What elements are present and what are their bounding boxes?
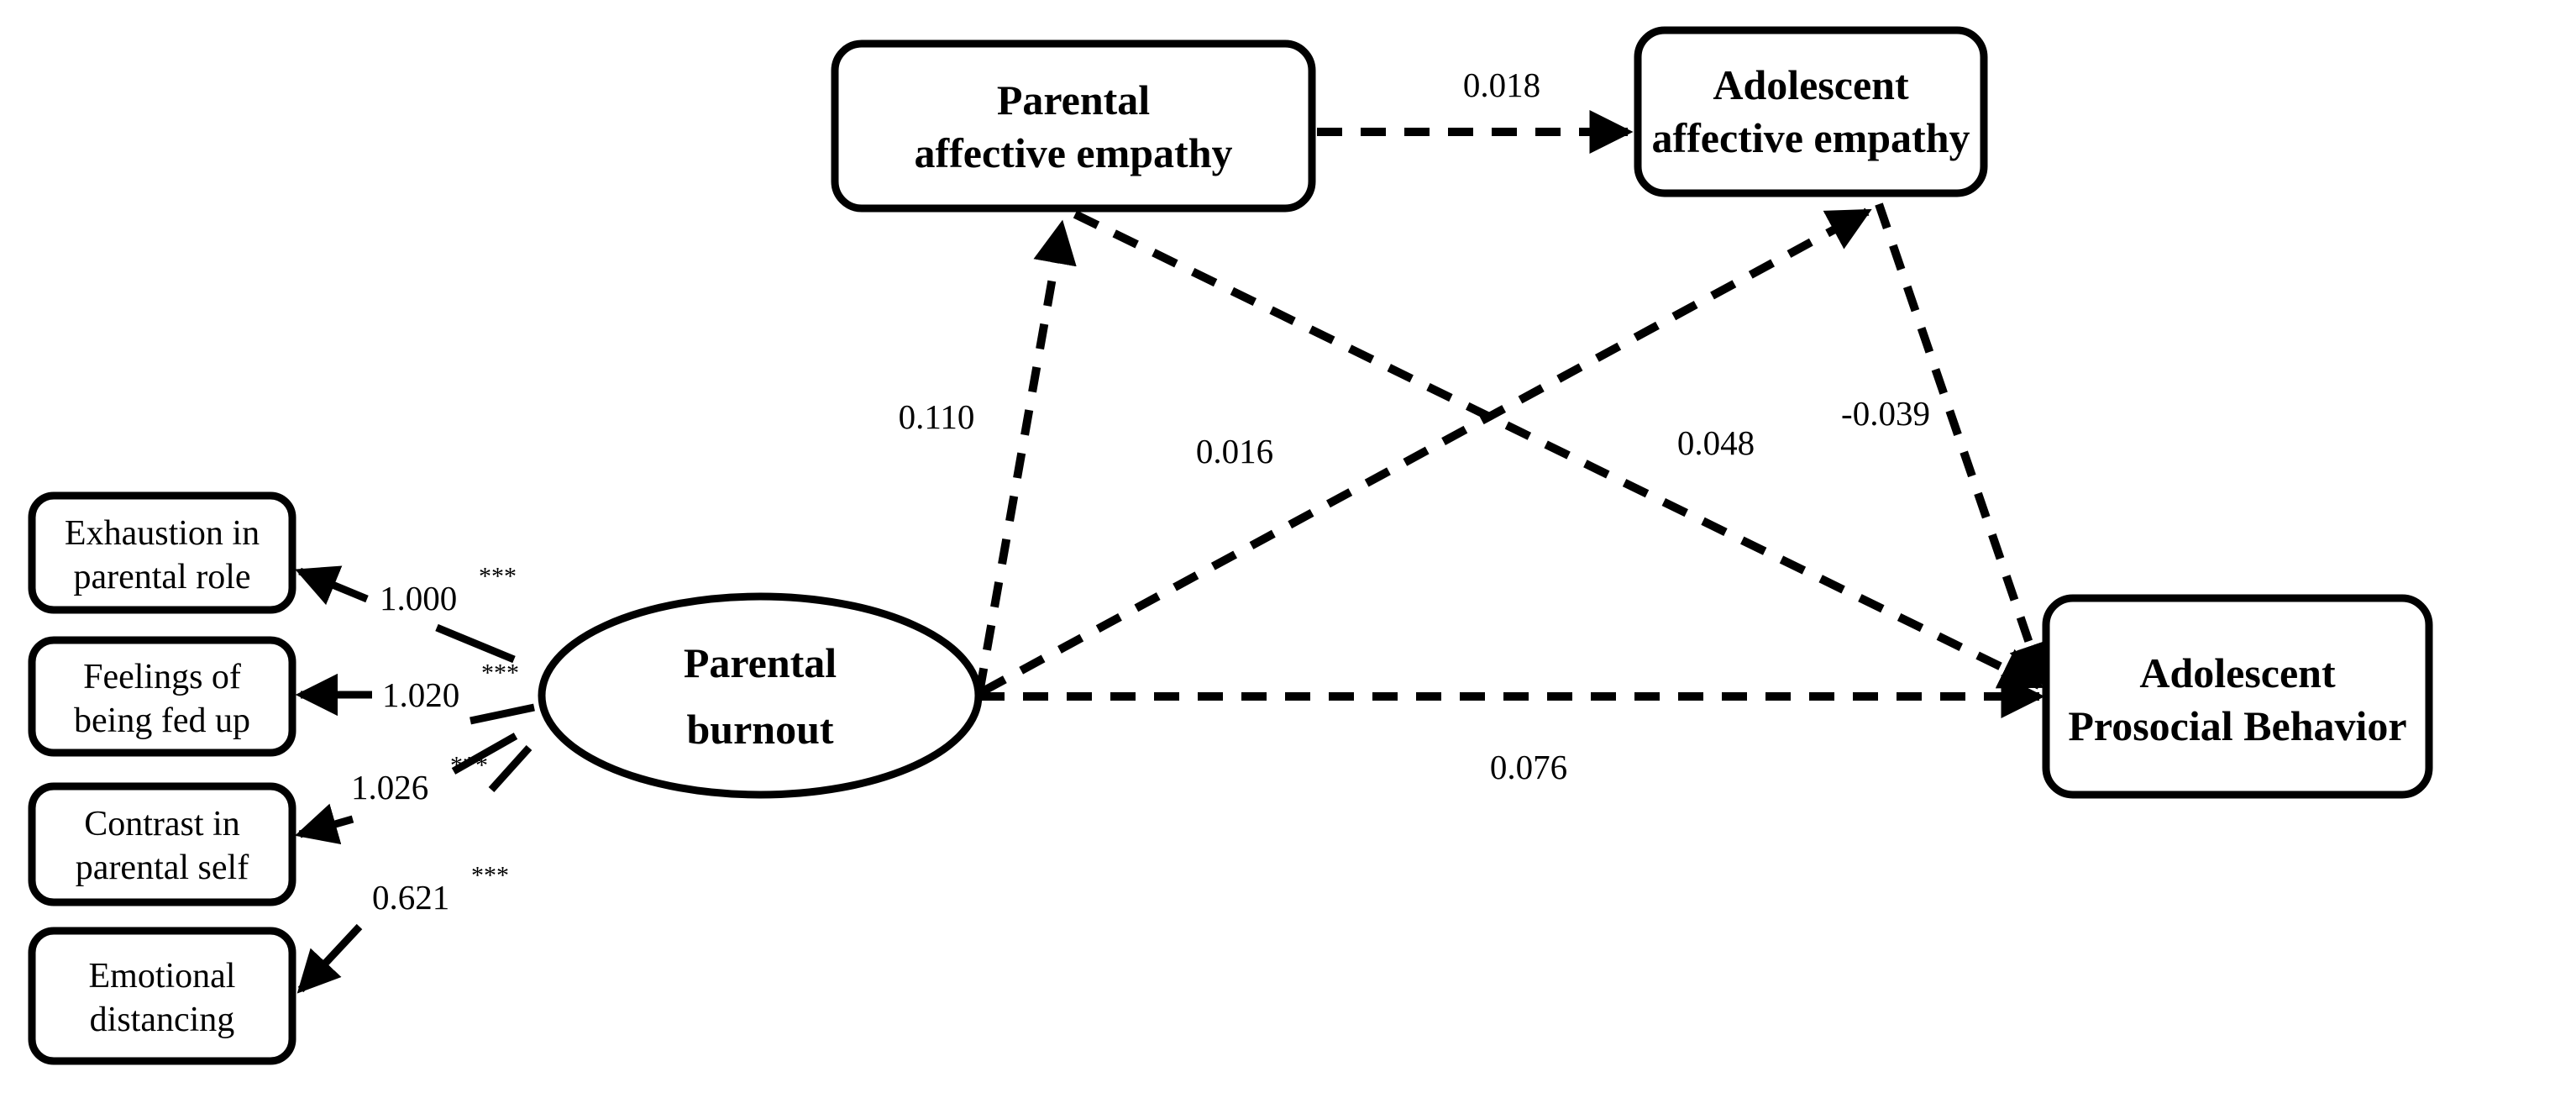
loading-arrow-fed-up xyxy=(295,673,535,725)
coef-label-burnout-to-prosocial: 0.076 xyxy=(1490,748,1567,786)
loading-arrow-exhaustion xyxy=(295,565,516,664)
coef-label-pae-to-prosocial: 0.048 xyxy=(1677,423,1755,462)
path-line-pae-to-prosocial xyxy=(1073,210,2044,690)
path-burnout-to-aae xyxy=(980,208,1872,696)
loading-arrow-contrast xyxy=(294,733,518,845)
loading-segment-exhaustion-head xyxy=(295,565,369,606)
loading-value-fed-up: 1.020 xyxy=(382,675,459,714)
loading-label-fed-up: 1.020 *** xyxy=(382,659,519,715)
loading-stars-contrast: *** xyxy=(450,752,488,780)
node-label-parental-affective-empathy-line1: Parental xyxy=(997,76,1150,123)
node-contrast-in-parental-self[interactable]: Contrast in parental self xyxy=(28,782,296,906)
loading-label-distancing: 0.621 *** xyxy=(372,862,509,917)
node-label-contrast-line2: parental self xyxy=(76,848,249,887)
loading-segment-contrast-head xyxy=(294,803,354,845)
loading-value-distancing: 0.621 xyxy=(372,878,449,917)
node-label-distancing-line1: Emotional xyxy=(89,957,236,996)
node-feelings-of-being-fed-up[interactable]: Feelings of being fed up xyxy=(28,636,296,757)
node-shape-parental-affective-empathy[interactable] xyxy=(831,39,1316,213)
node-label-adolescent-prosocial-behavior-line1: Adolescent xyxy=(2139,649,2336,696)
path-burnout-to-pae xyxy=(975,219,1077,694)
node-label-adolescent-affective-empathy-line2: affective empathy xyxy=(1651,114,1970,161)
loading-segment-distancing-head xyxy=(296,923,363,994)
loading-segment-distancing-tail xyxy=(488,744,533,793)
loading-arrow-distancing xyxy=(296,744,533,994)
path-pae-to-prosocial xyxy=(1073,210,2044,690)
node-shape-adolescent-prosocial-behavior[interactable] xyxy=(2042,594,2433,799)
loading-stars-exhaustion: *** xyxy=(479,563,517,591)
node-shape-adolescent-affective-empathy[interactable] xyxy=(1634,26,1988,197)
path-line-aae-to-prosocial xyxy=(1875,202,2051,688)
loading-value-exhaustion: 1.000 xyxy=(380,579,457,617)
loading-segment-exhaustion-tail xyxy=(435,623,516,664)
node-label-fedup-line1: Feelings of xyxy=(83,658,241,696)
loading-segment-fedup-tail xyxy=(470,703,535,725)
node-shape-exhaustion-in-parental-role[interactable] xyxy=(28,491,296,614)
node-emotional-distancing[interactable]: Emotional distancing xyxy=(28,927,296,1065)
node-label-parental-burnout-line2: burnout xyxy=(686,706,833,753)
loading-label-exhaustion: 1.000 *** xyxy=(380,563,517,618)
node-label-parental-affective-empathy-line2: affective empathy xyxy=(914,129,1232,176)
node-label-fedup-line2: being fed up xyxy=(74,701,250,740)
node-label-adolescent-prosocial-behavior-line2: Prosocial Behavior xyxy=(2068,702,2406,749)
coef-label-burnout-to-aae: 0.016 xyxy=(1196,432,1273,470)
path-line-burnout-to-aae xyxy=(980,208,1872,696)
coef-label-burnout-to-pae: 0.110 xyxy=(899,397,975,436)
node-parental-burnout[interactable]: Parental burnout xyxy=(538,592,983,799)
node-label-exhaustion-line1: Exhaustion in xyxy=(65,514,260,553)
node-adolescent-prosocial-behavior[interactable]: Adolescent Prosocial Behavior xyxy=(2042,594,2433,799)
path-aae-to-prosocial xyxy=(1875,202,2051,688)
loading-label-contrast: 1.026 *** xyxy=(351,752,488,807)
node-shape-feelings-of-being-fed-up[interactable] xyxy=(28,636,296,757)
coef-label-pae-to-aae: 0.018 xyxy=(1463,66,1540,104)
coef-label-aae-to-prosocial: -0.039 xyxy=(1841,394,1930,433)
node-label-distancing-line2: distancing xyxy=(90,1001,235,1039)
node-adolescent-affective-empathy[interactable]: Adolescent affective empathy xyxy=(1634,26,1988,197)
node-label-adolescent-affective-empathy-line1: Adolescent xyxy=(1713,61,1909,108)
node-label-parental-burnout-line1: Parental xyxy=(684,639,837,686)
loading-stars-fed-up: *** xyxy=(481,659,519,687)
loading-stars-distancing: *** xyxy=(471,862,509,890)
loading-segment-contrast-tail xyxy=(451,733,518,775)
node-parental-affective-empathy[interactable]: Parental affective empathy xyxy=(831,39,1316,213)
node-label-contrast-line1: Contrast in xyxy=(84,805,240,843)
node-shape-emotional-distancing[interactable] xyxy=(28,927,296,1065)
path-line-burnout-to-pae xyxy=(975,219,1077,694)
loading-value-contrast: 1.026 xyxy=(351,768,428,806)
node-shape-parental-burnout[interactable] xyxy=(538,592,983,799)
node-shape-contrast-in-parental-self[interactable] xyxy=(28,782,296,906)
node-exhaustion-in-parental-role[interactable]: Exhaustion in parental role xyxy=(28,491,296,614)
node-label-exhaustion-line2: parental role xyxy=(73,558,250,596)
